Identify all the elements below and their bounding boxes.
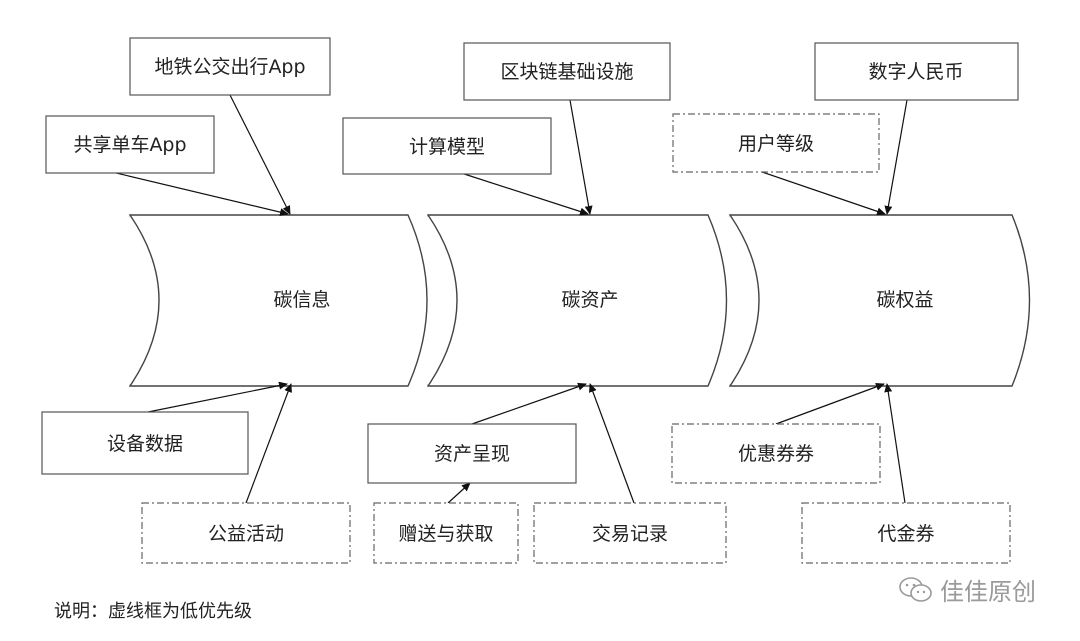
arrows xyxy=(111,94,908,504)
box-present: 资产呈现 xyxy=(367,423,577,484)
arrow-charity-info xyxy=(245,383,292,504)
arrow-blockchain-asset xyxy=(569,99,593,215)
arrow-level-equity xyxy=(761,171,886,216)
watermark: 佳佳原创 xyxy=(898,572,1036,607)
box-label-bike: 共享单车App xyxy=(73,134,186,156)
arrow-device-info xyxy=(147,381,288,413)
box-label-ecny: 数字人民币 xyxy=(868,61,963,83)
box-label-charity: 公益活动 xyxy=(208,523,284,545)
stage-cylinder-asset: 碳资产 xyxy=(427,214,728,387)
box-model: 计算模型 xyxy=(342,117,552,175)
box-voucher: 代金券 xyxy=(801,502,1011,564)
footnote: 说明：虚线框为低优先级 xyxy=(54,601,252,622)
box-level: 用户等级 xyxy=(672,113,880,173)
wechat-icon xyxy=(899,576,932,602)
box-trade: 交易记录 xyxy=(533,502,727,564)
box-blockchain: 区块链基础设施 xyxy=(463,42,671,101)
arrow-present-asset xyxy=(471,382,587,425)
box-label-trade: 交易记录 xyxy=(592,523,668,545)
arrow-voucher-equity xyxy=(884,383,906,504)
arrow-ecny-equity xyxy=(884,99,908,215)
arrow-gift-present xyxy=(447,482,471,504)
box-label-present: 资产呈现 xyxy=(434,443,510,465)
box-label-gift: 赠送与获取 xyxy=(398,523,493,545)
box-label-model: 计算模型 xyxy=(409,136,485,158)
box-label-level: 用户等级 xyxy=(738,133,814,155)
watermark-text: 佳佳原创 xyxy=(940,578,1036,606)
box-label-blockchain: 区块链基础设施 xyxy=(500,61,633,83)
box-charity: 公益活动 xyxy=(141,502,351,564)
arrow-metro-info xyxy=(229,94,291,215)
stage-label-asset: 碳资产 xyxy=(561,289,618,311)
stage-label-info: 碳信息 xyxy=(273,289,330,311)
arrow-trade-asset xyxy=(589,383,635,504)
arrow-coupon-equity xyxy=(775,383,885,425)
box-label-metro: 地铁公交出行App xyxy=(154,56,305,78)
arrow-model-asset xyxy=(457,171,589,216)
box-coupon: 优惠券券 xyxy=(671,423,881,484)
box-label-device: 设备数据 xyxy=(107,433,183,455)
box-bike: 共享单车App xyxy=(45,115,215,174)
stage-cylinder-info: 碳信息 xyxy=(129,214,428,387)
box-metro: 地铁公交出行App xyxy=(129,37,331,96)
stage-label-equity: 碳权益 xyxy=(876,289,933,311)
box-ecny: 数字人民币 xyxy=(814,42,1019,101)
box-device: 设备数据 xyxy=(41,411,249,475)
box-gift: 赠送与获取 xyxy=(373,502,519,564)
box-label-voucher: 代金券 xyxy=(877,523,934,545)
stage-cylinder-equity: 碳权益 xyxy=(729,214,1031,387)
arrow-bike-info xyxy=(111,171,289,217)
box-label-coupon: 优惠券券 xyxy=(738,443,814,465)
